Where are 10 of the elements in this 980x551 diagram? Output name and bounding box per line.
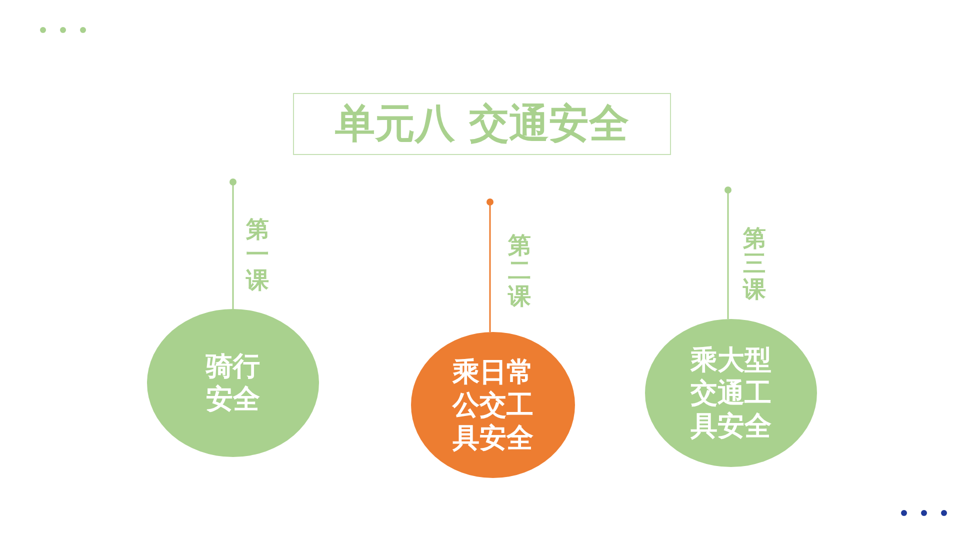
connector-line [724, 186, 732, 320]
edge-label: 第二课 [508, 234, 531, 310]
node-label: 乘大型交通工具安全 [689, 344, 772, 442]
node-label: 乘日常公交工具安全 [451, 356, 534, 454]
connector-line [230, 178, 236, 309]
edge-label: 第三课 [743, 227, 766, 303]
edge-label: 第一课 [246, 218, 269, 294]
node-label: 骑行安全 [204, 350, 261, 416]
title-box: 单元八 交通安全 [293, 93, 671, 155]
connector-line [486, 198, 494, 332]
